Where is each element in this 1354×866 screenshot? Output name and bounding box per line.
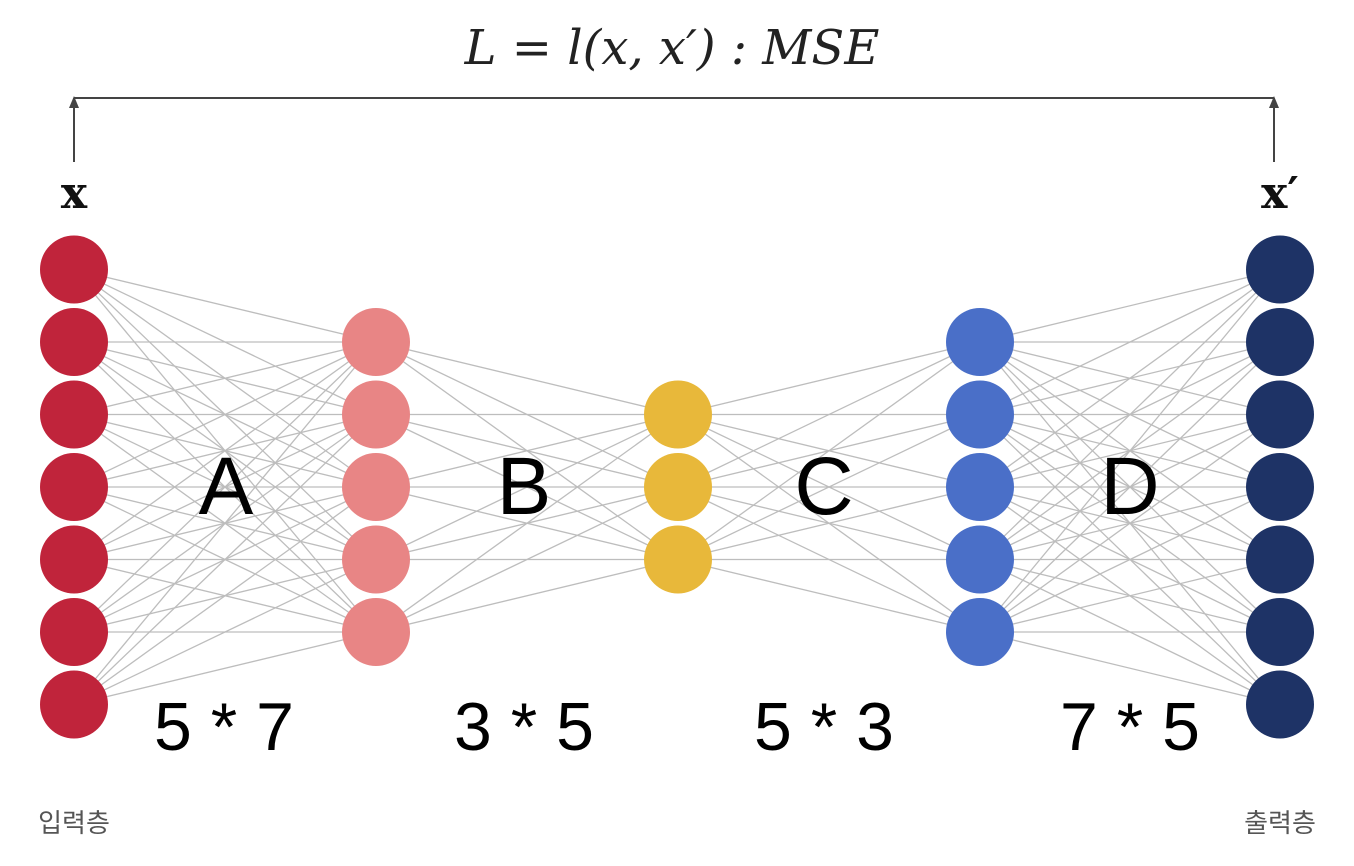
input-layer-caption: 입력층: [38, 808, 110, 838]
bracket-left-arrowhead: [69, 96, 79, 108]
output-vector-label: x′: [1261, 168, 1299, 219]
edge-bottleneck-2-to-4: [677, 558, 981, 633]
input-node-5: [40, 525, 108, 594]
edge-bottleneck-0-to-0: [677, 341, 981, 416]
loss-bracket: [69, 96, 1279, 162]
encoder-hidden-node-3: [342, 453, 410, 521]
edge-encoder-hidden-4-to-0: [375, 413, 679, 633]
output-node-7: [1246, 670, 1314, 739]
connection-label-d: D: [1100, 441, 1159, 532]
connection-label-c: C: [794, 441, 853, 532]
encoder-hidden-node-1: [342, 308, 410, 376]
bottleneck-node-3: [644, 525, 712, 594]
weight-dims-c: 5 * 3: [754, 689, 894, 765]
encoder-hidden-node-2: [342, 380, 410, 449]
output-node-1: [1246, 235, 1314, 304]
output-node-6: [1246, 598, 1314, 666]
edge-encoder-hidden-2-to-0: [375, 413, 679, 488]
edge-decoder-hidden-4-to-2: [979, 413, 1281, 633]
edge-encoder-hidden-4-to-1: [375, 486, 679, 633]
edge-input-6-to-0: [73, 341, 377, 705]
decoder-hidden-node-5: [946, 598, 1014, 666]
edge-input-6-to-2: [73, 486, 377, 706]
output-node-3: [1246, 380, 1314, 449]
edge-encoder-hidden-3-to-0: [375, 413, 679, 561]
decoder-hidden-node-2: [946, 380, 1014, 449]
weight-dims-d: 7 * 5: [1060, 689, 1200, 765]
output-node-5: [1246, 525, 1314, 594]
bottleneck-node-1: [644, 380, 712, 449]
encoder-hidden-node-5: [342, 598, 410, 666]
loss-label: L = l(x, x′) : MSE: [464, 20, 880, 76]
edge-decoder-hidden-4-to-3: [979, 486, 1281, 633]
edge-input-4-to-0: [73, 341, 377, 561]
edge-input-6-to-3: [73, 558, 377, 706]
input-node-1: [40, 235, 108, 304]
edge-bottleneck-1-to-0: [677, 341, 981, 488]
connection-edges: [73, 268, 1281, 706]
output-layer-caption: 출력층: [1244, 808, 1316, 838]
edge-decoder-hidden-0-to-0: [979, 268, 1281, 343]
input-node-2: [40, 308, 108, 376]
input-node-3: [40, 380, 108, 449]
edge-bottleneck-2-to-0: [677, 341, 981, 561]
edge-encoder-hidden-4-to-2: [375, 558, 679, 633]
output-node-4: [1246, 453, 1314, 521]
edge-decoder-hidden-1-to-0: [979, 268, 1281, 416]
edge-input-6-to-4: [73, 631, 377, 706]
decoder-hidden-node-3: [946, 453, 1014, 521]
input-node-4: [40, 453, 108, 521]
connection-label-b: B: [497, 441, 552, 532]
decoder-hidden-node-1: [946, 308, 1014, 376]
edge-decoder-hidden-4-to-1: [979, 341, 1281, 633]
weight-dims-b: 3 * 5: [454, 689, 594, 765]
edge-bottleneck-2-to-2: [677, 486, 981, 561]
edge-input-2-to-0: [73, 341, 377, 416]
input-node-6: [40, 598, 108, 666]
edge-decoder-hidden-4-to-0: [979, 269, 1281, 633]
bottleneck-node-2: [644, 453, 712, 521]
encoder-hidden-node-4: [342, 525, 410, 594]
edge-input-0-to-0: [73, 268, 377, 343]
bracket-right-arrowhead: [1269, 96, 1279, 108]
connection-label-a: A: [199, 441, 254, 532]
edge-decoder-hidden-3-to-0: [979, 269, 1281, 560]
edge-bottleneck-2-to-1: [677, 413, 981, 561]
decoder-hidden-node-4: [946, 525, 1014, 594]
edge-decoder-hidden-2-to-0: [979, 268, 1281, 488]
edge-input-3-to-0: [73, 341, 377, 488]
input-vector-label: x: [61, 168, 88, 219]
edge-decoder-hidden-4-to-4: [979, 558, 1281, 633]
edge-encoder-hidden-0-to-0: [375, 341, 679, 416]
edge-decoder-hidden-4-to-6: [979, 631, 1281, 706]
output-node-2: [1246, 308, 1314, 376]
weight-dims-a: 5 * 7: [154, 689, 294, 765]
edge-input-6-to-1: [73, 414, 377, 705]
input-node-7: [40, 670, 108, 739]
neuron-nodes: [40, 235, 1314, 739]
edge-input-5-to-0: [73, 341, 377, 633]
